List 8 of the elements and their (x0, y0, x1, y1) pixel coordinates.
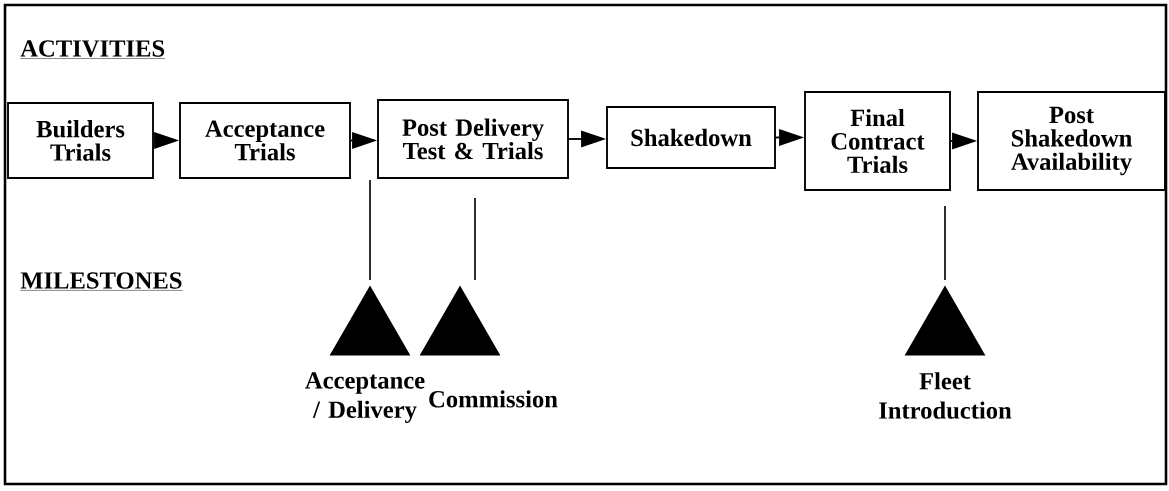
process-box: Final Contract Trials (804, 91, 951, 191)
process-box: Acceptance Trials (179, 102, 351, 179)
process-box: Post Shakedown Availability (977, 91, 1166, 191)
process-box: Shakedown (606, 106, 776, 169)
section-heading: ACTIVITIES (20, 40, 166, 59)
section-heading: MILESTONES (20, 272, 183, 291)
process-box: Post Delivery Test & Trials (377, 99, 569, 179)
process-box: Builders Trials (7, 102, 154, 179)
